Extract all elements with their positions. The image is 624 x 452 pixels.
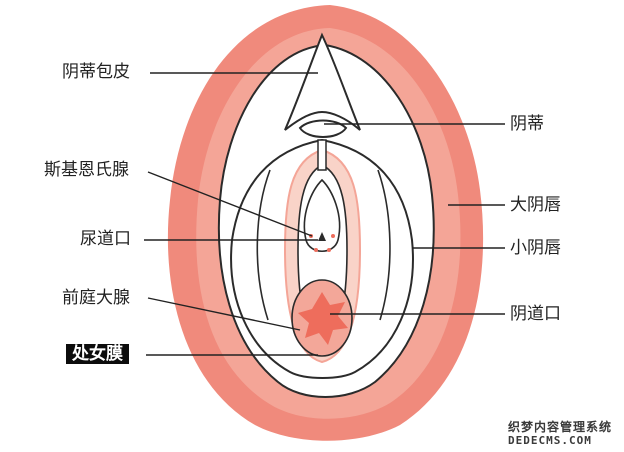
leader-lines (144, 72, 505, 356)
leader-skene (147, 171, 313, 237)
label-urethral-opening: 尿道口 (80, 229, 131, 249)
labia-minora-fold-right (377, 169, 391, 321)
label-hymen: 处女膜 (66, 344, 129, 364)
skene-dot-3 (314, 248, 318, 252)
hymen-shape (298, 292, 348, 345)
watermark: 织梦内容管理系统 DEDECMS.COM (508, 420, 612, 448)
label-clitoris: 阴蒂 (510, 114, 544, 134)
watermark-line1: 织梦内容管理系统 (507, 420, 612, 434)
urethral-region (303, 178, 341, 253)
label-labia-minora: 小阴唇 (510, 238, 561, 258)
clitoris-shape (298, 119, 348, 138)
urethral-opening-mark (318, 232, 326, 241)
label-clitoral-hood: 阴蒂包皮 (62, 62, 130, 82)
urethra-column (317, 139, 327, 171)
watermark-line2: DEDECMS.COM (507, 434, 592, 447)
label-skene-gland: 斯基恩氏腺 (44, 160, 129, 180)
clitoral-hood-shape (284, 32, 361, 131)
skene-dot-2 (331, 234, 335, 238)
label-vaginal-opening: 阴道口 (510, 304, 561, 324)
skene-dot-4 (327, 248, 331, 252)
leader-vestibular (147, 297, 301, 331)
label-labia-majora: 大阴唇 (510, 195, 561, 215)
labia-minora-fold-left (256, 169, 271, 321)
label-vestibular-gland: 前庭大腺 (62, 288, 130, 308)
